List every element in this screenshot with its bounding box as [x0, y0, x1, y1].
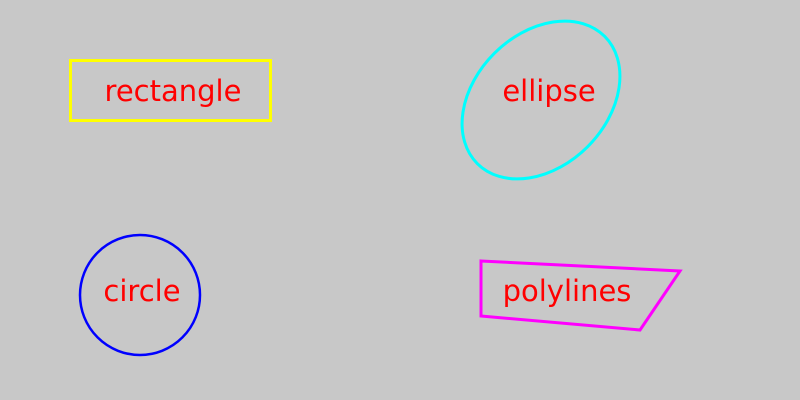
polylines-shape — [479, 259, 683, 332]
ellipse-shape — [460, 19, 622, 181]
circle-label: circle — [103, 274, 180, 308]
rectangle-shape — [69, 59, 272, 122]
circle-shape — [78, 233, 202, 357]
polylines-label: polylines — [503, 274, 632, 308]
rectangle-label: rectangle — [105, 74, 242, 108]
ellipse-label: ellipse — [502, 74, 595, 108]
